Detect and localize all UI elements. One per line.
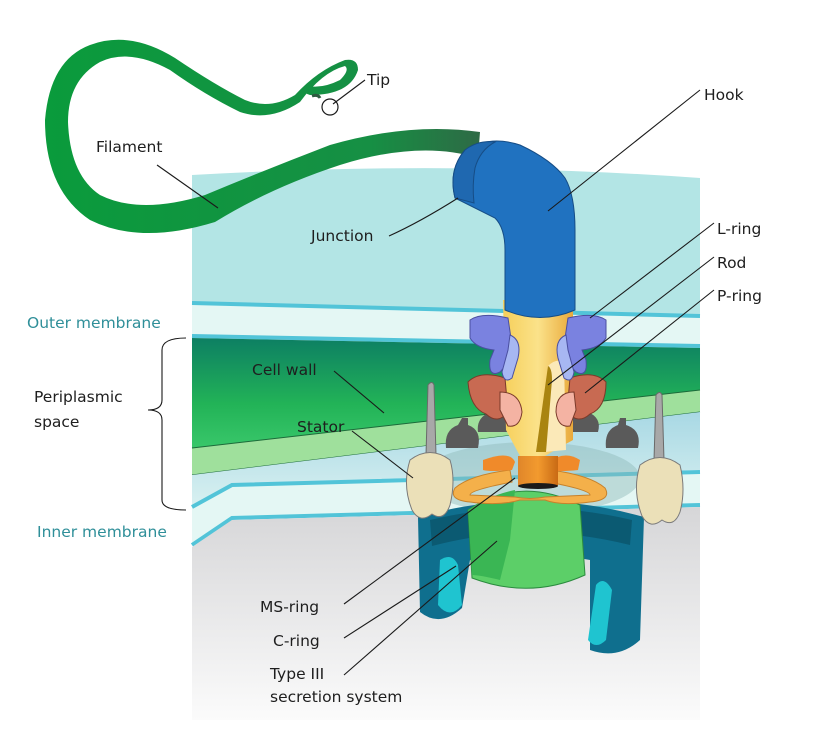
leader-p-ring [584, 289, 715, 394]
filament [45, 39, 480, 234]
leader-junction [388, 197, 459, 237]
label-type3-line1: Type III [269, 665, 324, 683]
label-tip: Tip [366, 71, 390, 89]
junction-band [452, 141, 497, 204]
l-ring [469, 314, 607, 381]
label-l-ring: L-ring [717, 220, 761, 238]
leader-cell-wall [333, 370, 385, 414]
bushing [518, 456, 558, 489]
p-ring [467, 374, 607, 427]
label-periplasmic-space-1: Periplasmic [34, 388, 123, 406]
leader-c-ring [343, 565, 457, 639]
rod [503, 300, 573, 456]
label-periplasmic-space-2: space [34, 413, 79, 431]
type-iii-secretion-system [467, 490, 586, 589]
label-c-ring: C-ring [273, 632, 320, 650]
leader-tip [332, 79, 366, 105]
c-ring-foot-left [438, 556, 462, 613]
ms-ring [452, 455, 608, 505]
tip-cap [311, 93, 322, 99]
stator-left [406, 382, 454, 519]
tip-marker [321, 98, 339, 116]
hook [452, 140, 576, 318]
leader-type3 [343, 540, 498, 676]
label-p-ring: P-ring [717, 287, 762, 305]
label-type3-line2: secretion system [270, 688, 402, 706]
label-stator: Stator [297, 418, 345, 436]
stator-right [636, 392, 684, 525]
label-outer-membrane: Outer membrane [27, 314, 161, 332]
leader-rod [547, 256, 715, 386]
label-junction: Junction [310, 227, 373, 245]
leader-lines [147, 79, 715, 676]
leader-filament [156, 164, 219, 209]
leader-l-ring [589, 222, 715, 319]
label-ms-ring: MS-ring [260, 598, 319, 616]
leader-stator [351, 430, 414, 479]
label-rod: Rod [717, 254, 746, 272]
label-hook: Hook [704, 86, 744, 104]
label-inner-membrane: Inner membrane [37, 523, 167, 541]
label-cell-wall: Cell wall [252, 361, 317, 379]
periplasmic-brace [147, 337, 187, 511]
leader-ms-ring [343, 477, 516, 605]
label-filament: Filament [96, 138, 162, 156]
c-ring-foot-right [588, 581, 612, 645]
leader-hook [547, 89, 701, 212]
